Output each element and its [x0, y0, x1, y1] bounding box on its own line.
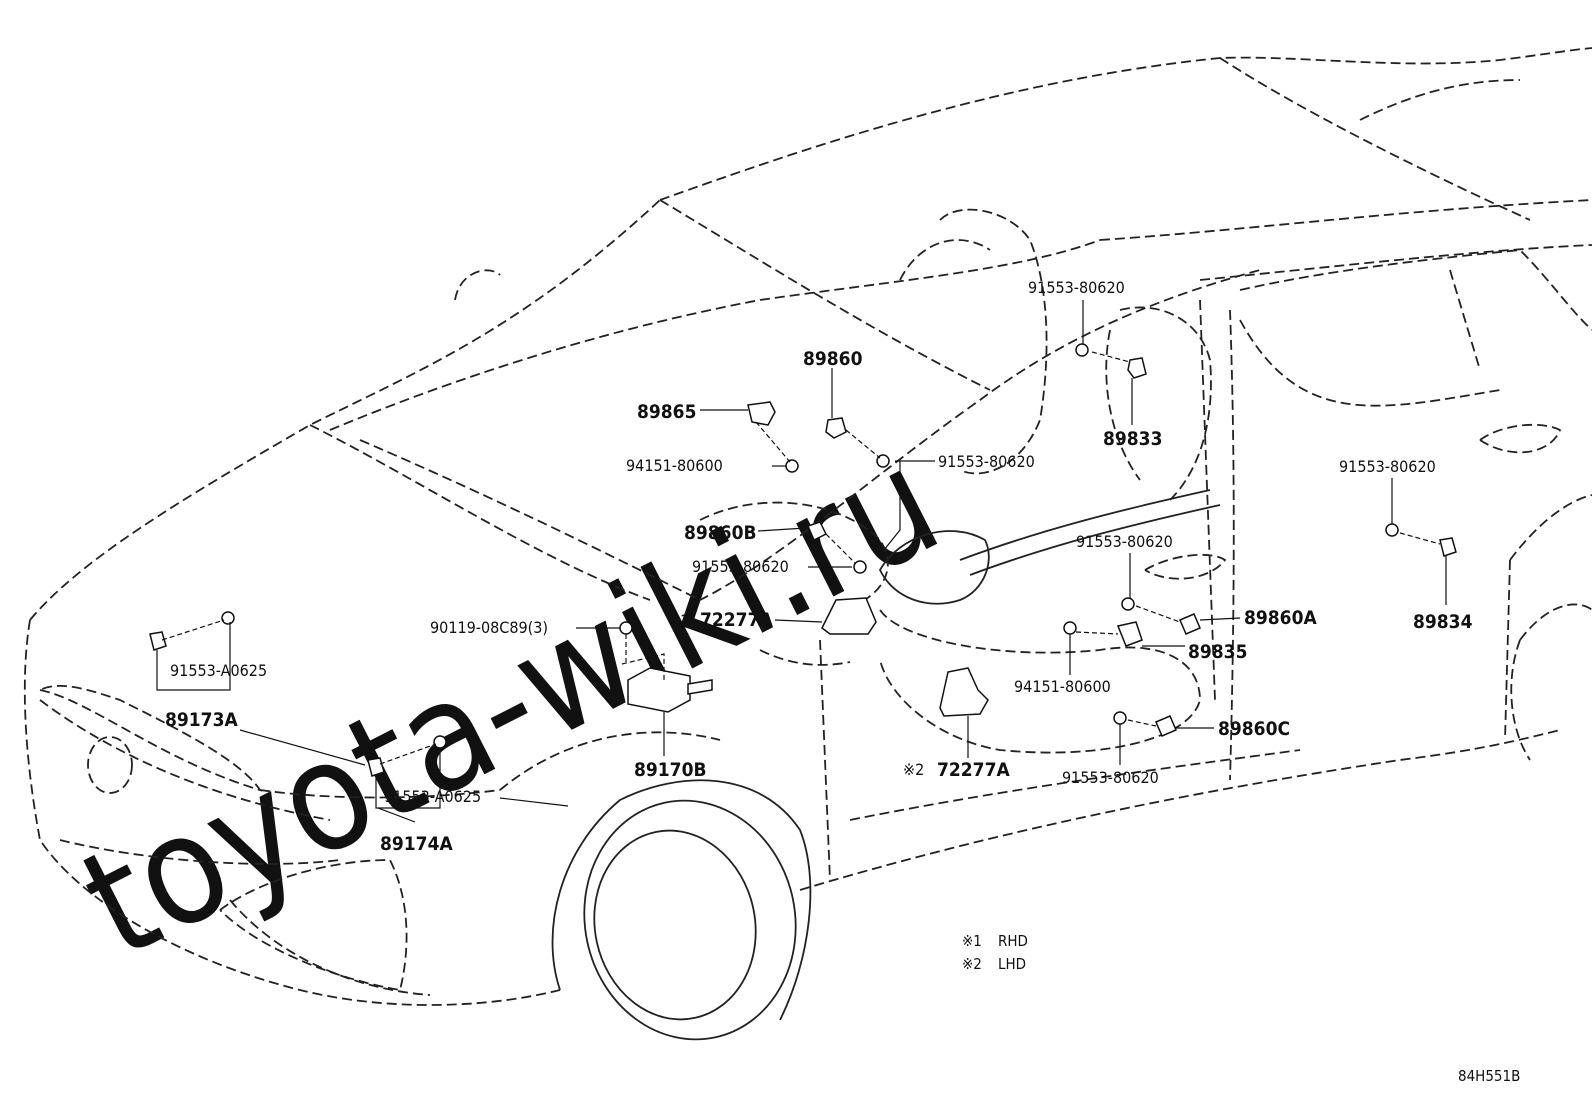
bolt-91553-bottom[interactable] [1113, 711, 1127, 725]
diagram-code: 84H551B [1458, 1067, 1520, 1085]
label-91553-A0625-left: 91553-A0625 [170, 661, 267, 680]
label-90119-08C89: 90119-08C89(3) [430, 618, 548, 637]
note-mark-1: ※1 [962, 932, 982, 950]
bolt-90119[interactable] [619, 621, 633, 635]
sensor-89835[interactable] [1116, 621, 1143, 647]
label-89833: 89833 [1103, 428, 1162, 450]
sensor-89860[interactable] [825, 417, 847, 439]
note-text-1: RHD [998, 932, 1028, 950]
label-89860C: 89860C [1218, 718, 1290, 740]
label-89865: 89865 [637, 401, 696, 423]
mark-rhd: ※1 [668, 611, 689, 630]
label-91553-80620-upper: 91553-80620 [938, 452, 1035, 471]
label-91553-80620-door: 91553-80620 [1076, 532, 1173, 551]
nut-94151-lower[interactable] [1063, 621, 1077, 635]
label-89170B: 89170B [634, 759, 707, 781]
note-text-2: LHD [998, 955, 1026, 973]
label-72277A-lhd: 72277A [937, 759, 1010, 781]
label-91553-80620-top: 91553-80620 [1028, 278, 1125, 297]
mark-lhd: ※2 [903, 760, 924, 779]
sensor-89860A[interactable] [1179, 613, 1201, 635]
label-89860B: 89860B [684, 522, 757, 544]
region-notes: ※1 RHD ※2 LHD [962, 932, 1028, 973]
label-91553-80620-right: 91553-80620 [1339, 457, 1436, 476]
part-labels: 89860 89865 94151-80600 91553-80620 8986… [165, 278, 1473, 855]
bracket-72277A-lhd[interactable] [939, 667, 989, 717]
label-72277A-rhd: 72277A [700, 609, 773, 631]
label-89860: 89860 [803, 348, 863, 370]
label-91553-80620-bottom: 91553-80620 [1062, 768, 1159, 787]
label-89834: 89834 [1413, 611, 1473, 633]
label-94151-80600-upper: 94151-80600 [626, 456, 723, 475]
label-94151-80600-lower: 94151-80600 [1014, 677, 1111, 696]
label-91553-80620-mid: 91553-80620 [692, 557, 789, 576]
front-wheel [551, 779, 812, 1041]
note-mark-2: ※2 [962, 955, 982, 973]
sensor-89834[interactable] [1439, 537, 1457, 557]
bolt-91553-right[interactable] [1385, 523, 1399, 537]
bolt-91553-A0625-right[interactable] [433, 735, 447, 749]
bolt-91553-door[interactable] [1121, 597, 1135, 611]
side-mirror [878, 489, 1221, 605]
label-89860A: 89860A [1244, 607, 1317, 629]
label-89173A: 89173A [165, 709, 238, 731]
sensor-89860C[interactable] [1155, 715, 1177, 737]
bolt-91553-top[interactable] [1075, 343, 1089, 357]
bolt-91553-A0625-left[interactable] [221, 611, 235, 625]
bolt-91553-mid[interactable] [853, 560, 867, 574]
sensor-89833[interactable] [1127, 357, 1147, 379]
label-91553-A0625-right: 91553-A0625 [384, 787, 481, 806]
label-89835: 89835 [1188, 641, 1247, 663]
airbag-module-89170B[interactable] [627, 667, 713, 713]
label-89174A: 89174A [380, 833, 453, 855]
leader-lines [156, 300, 1447, 823]
sensor-89173A[interactable] [149, 631, 167, 651]
watermark: toyota-wiki.ru [57, 415, 964, 992]
sensor-89174A[interactable] [367, 757, 385, 777]
sensor-89865[interactable] [747, 401, 776, 426]
bracket-72277A-rhd[interactable] [821, 597, 877, 635]
nut-94151-upper[interactable] [785, 459, 799, 473]
